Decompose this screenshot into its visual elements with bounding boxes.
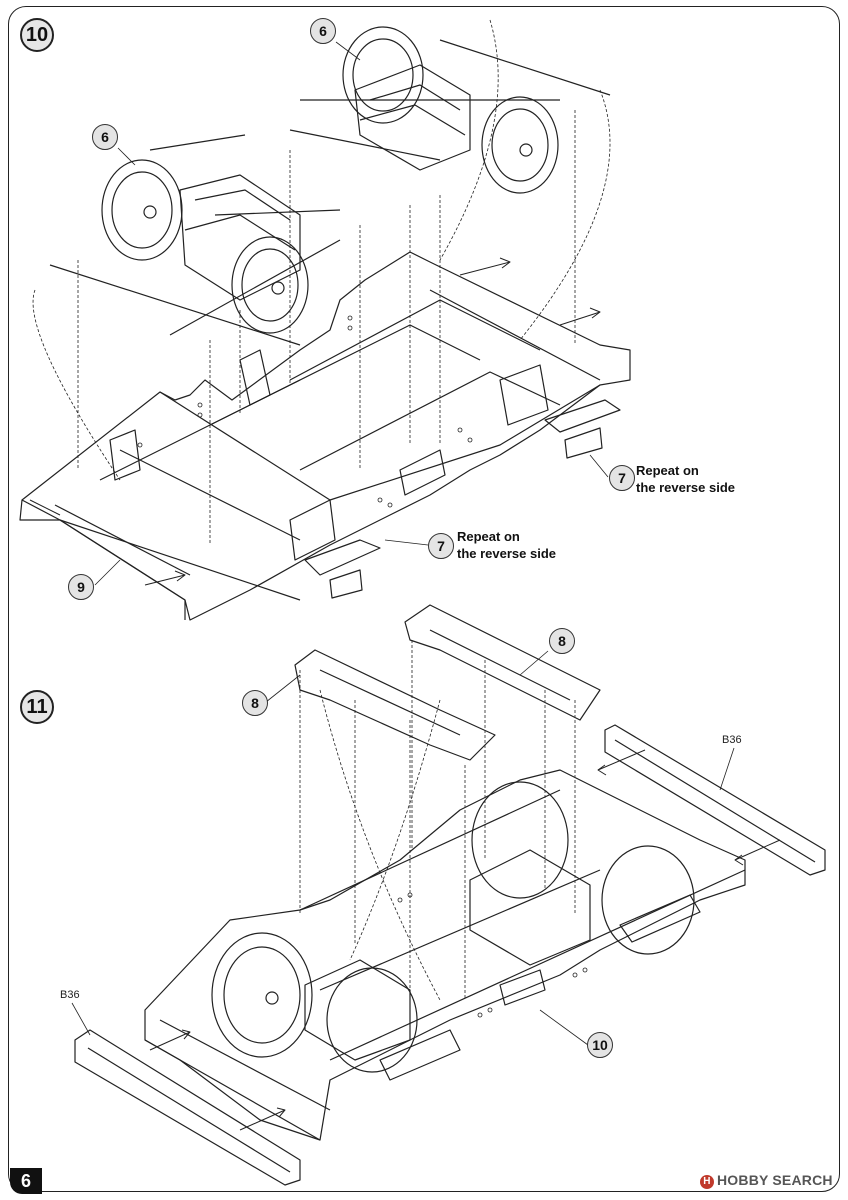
- step11-leaders: [299, 640, 576, 1001]
- part-code-b36-left: B36: [60, 989, 80, 1001]
- callout-part-9: 9: [68, 574, 94, 600]
- step-10-number: 10: [25, 23, 49, 46]
- step11-cradles: [294, 604, 601, 761]
- step-10-badge: 10: [20, 18, 54, 52]
- b36-beam-right: [604, 724, 826, 876]
- b36-beam-left: [74, 1029, 301, 1186]
- instruction-sheet: [8, 6, 840, 1192]
- repeat-note-left: Repeat on the reverse side: [457, 529, 557, 561]
- callout-part-10: 10: [587, 1032, 613, 1058]
- step11-chassis-assembly: [144, 769, 746, 1141]
- hobby-search-logo-icon: H: [700, 1175, 714, 1189]
- callout-part-8-left: 8: [242, 690, 268, 716]
- step10-bogie-left: [49, 134, 341, 346]
- callout-part-6-top: 6: [310, 18, 336, 44]
- page-number: 6: [10, 1168, 42, 1194]
- step10-chassis-frame: [19, 251, 631, 621]
- part-code-b36-right: B36: [722, 734, 742, 746]
- callout-part-7-right: 7: [609, 465, 635, 491]
- callout-part-8-right: 8: [549, 628, 575, 654]
- callout-part-6-left: 6: [92, 124, 118, 150]
- callout-part-7-left: 7: [428, 533, 454, 559]
- arrows: [29, 257, 781, 1131]
- repeat-note-right: Repeat on the reverse side: [636, 463, 736, 495]
- step10-leaders: [32, 19, 611, 545]
- step-11-badge: 11: [20, 690, 54, 724]
- watermark-text: HOBBY SEARCH: [717, 1172, 833, 1188]
- step-11-number: 11: [26, 695, 48, 718]
- callout-leaders: [71, 41, 735, 1046]
- step10-bogie-right: [289, 26, 611, 194]
